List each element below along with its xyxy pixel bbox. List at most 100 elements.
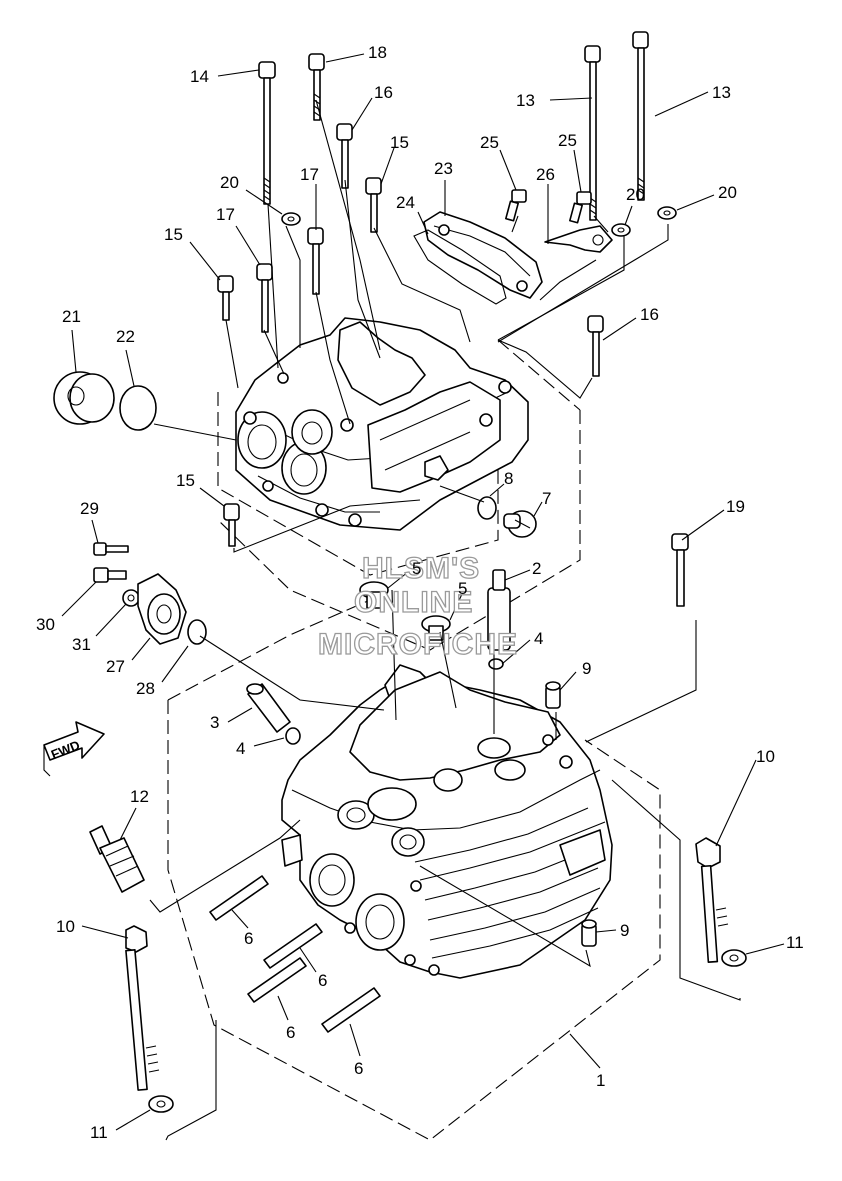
o-ring-22[interactable] (119, 385, 157, 431)
bolt-30[interactable] (93, 567, 127, 583)
valve-seat-5-right[interactable] (421, 615, 451, 641)
callout-25-right[interactable]: 25 (558, 131, 577, 150)
cap-bolt-15-upper[interactable] (365, 177, 382, 233)
callout-7[interactable]: 7 (542, 489, 551, 508)
o-ring-28[interactable] (187, 619, 207, 645)
washer-20-middle[interactable] (611, 223, 631, 237)
callout-22[interactable]: 22 (116, 327, 135, 346)
dowel-9-bottom[interactable] (581, 919, 597, 947)
stud-bolt-6-b[interactable] (263, 923, 323, 969)
callout-17-top[interactable]: 17 (300, 165, 319, 184)
callout-15-top[interactable]: 15 (390, 133, 409, 152)
cap-bolt-14[interactable] (258, 61, 276, 205)
watermark: HLSM'S ONLINE MICROFICHE (317, 551, 517, 661)
assembly-outline-bottom (167, 599, 661, 1141)
bolt-29[interactable] (93, 542, 129, 556)
long-bolt-13-left[interactable] (584, 45, 601, 221)
forward-direction-arrow: FWD (43, 721, 105, 777)
dowel-9-top[interactable] (545, 681, 561, 709)
cap-bolt-17-upper[interactable] (307, 227, 324, 295)
callout-30[interactable]: 30 (36, 615, 55, 634)
callout-6-c[interactable]: 6 (286, 1023, 295, 1042)
circlip-4-right[interactable] (488, 658, 504, 670)
callout-24[interactable]: 24 (396, 193, 415, 212)
callout-28[interactable]: 28 (136, 679, 155, 698)
callout-6-a[interactable]: 6 (244, 929, 253, 948)
callout-27[interactable]: 27 (106, 657, 125, 676)
gasket-24[interactable] (413, 229, 507, 305)
callout-8[interactable]: 8 (504, 469, 513, 488)
callout-4-right[interactable]: 4 (534, 629, 543, 648)
cover-27[interactable] (137, 573, 187, 645)
callout-6-d[interactable]: 6 (354, 1059, 363, 1078)
cap-bolt-18[interactable] (308, 53, 325, 121)
callout-17-left[interactable]: 17 (216, 205, 235, 224)
callout-19[interactable]: 19 (726, 497, 745, 516)
cap-bolt-15-lower[interactable] (223, 503, 240, 547)
callout-20-middle[interactable]: 20 (626, 185, 645, 204)
callout-3[interactable]: 3 (210, 713, 219, 732)
callout-2[interactable]: 2 (532, 559, 541, 578)
callout-25-left[interactable]: 25 (480, 133, 499, 152)
cap-21[interactable] (53, 371, 115, 425)
cap-bolt-16-upper[interactable] (336, 123, 353, 189)
callout-31[interactable]: 31 (72, 635, 91, 654)
callout-15-left[interactable]: 15 (164, 225, 183, 244)
valve-seat-5-left[interactable] (359, 581, 389, 609)
callout-12[interactable]: 12 (130, 787, 149, 806)
callout-4-left[interactable]: 4 (236, 739, 245, 758)
callout-14[interactable]: 14 (190, 67, 209, 86)
washer-20-right[interactable] (657, 206, 677, 220)
cover-plate-23[interactable] (423, 211, 543, 299)
callout-10-left[interactable]: 10 (56, 917, 75, 936)
callout-20-right[interactable]: 20 (718, 183, 737, 202)
watermark-line-2: ONLINE (354, 586, 473, 619)
cap-bolt-17-lower[interactable] (256, 263, 273, 333)
circlip-4-left[interactable] (285, 727, 301, 745)
washer-31[interactable] (122, 589, 140, 607)
callout-11-right[interactable]: 11 (786, 933, 804, 952)
callout-13-right[interactable]: 13 (712, 83, 731, 102)
callout-15-lower[interactable]: 15 (176, 471, 195, 490)
plug-7[interactable] (503, 510, 537, 538)
valve-guide-2[interactable] (487, 569, 511, 651)
cap-bolt-16-right[interactable] (587, 315, 604, 377)
washer-11-left[interactable] (148, 1095, 174, 1113)
callout-9-top[interactable]: 9 (582, 659, 591, 678)
stud-bolt-6-c[interactable] (247, 957, 307, 1003)
washer-20-left[interactable] (281, 212, 301, 226)
bracket-26[interactable] (544, 225, 613, 253)
callout-21[interactable]: 21 (62, 307, 81, 326)
bolt-25-right[interactable] (569, 191, 592, 224)
washer-11-right[interactable] (721, 949, 747, 967)
callout-10-right[interactable]: 10 (756, 747, 775, 766)
callout-16-right[interactable]: 16 (640, 305, 659, 324)
callout-20-left[interactable]: 20 (220, 173, 239, 192)
cap-bolt-15-left[interactable] (217, 275, 234, 321)
cylinder-head-cover[interactable] (235, 317, 529, 531)
long-bolt-13-right[interactable] (632, 31, 649, 201)
callout-5-left[interactable]: 5 (412, 559, 421, 578)
bolt-19[interactable] (671, 533, 689, 607)
cylinder-head[interactable] (281, 664, 613, 979)
callout-1[interactable]: 1 (596, 1071, 605, 1090)
callout-6-b[interactable]: 6 (318, 971, 327, 990)
callout-18[interactable]: 18 (368, 43, 387, 62)
callout-5-right[interactable]: 5 (458, 579, 467, 598)
callout-13-left[interactable]: 13 (516, 91, 535, 110)
valve-guide-3[interactable] (246, 683, 291, 733)
bolt-10-left[interactable] (125, 925, 160, 1091)
callout-9-bottom[interactable]: 9 (620, 921, 629, 940)
bolt-10-right[interactable] (695, 837, 729, 963)
spark-plug-12[interactable] (89, 825, 145, 893)
o-ring-8[interactable] (477, 496, 497, 520)
stud-bolt-6-d[interactable] (321, 987, 381, 1033)
callout-26[interactable]: 26 (536, 165, 555, 184)
callout-16-top[interactable]: 16 (374, 83, 393, 102)
stud-bolt-6-a[interactable] (209, 875, 269, 921)
bolt-25-left[interactable] (505, 189, 527, 222)
callout-23[interactable]: 23 (434, 159, 453, 178)
callout-29[interactable]: 29 (80, 499, 99, 518)
callout-11-left[interactable]: 11 (90, 1123, 108, 1142)
